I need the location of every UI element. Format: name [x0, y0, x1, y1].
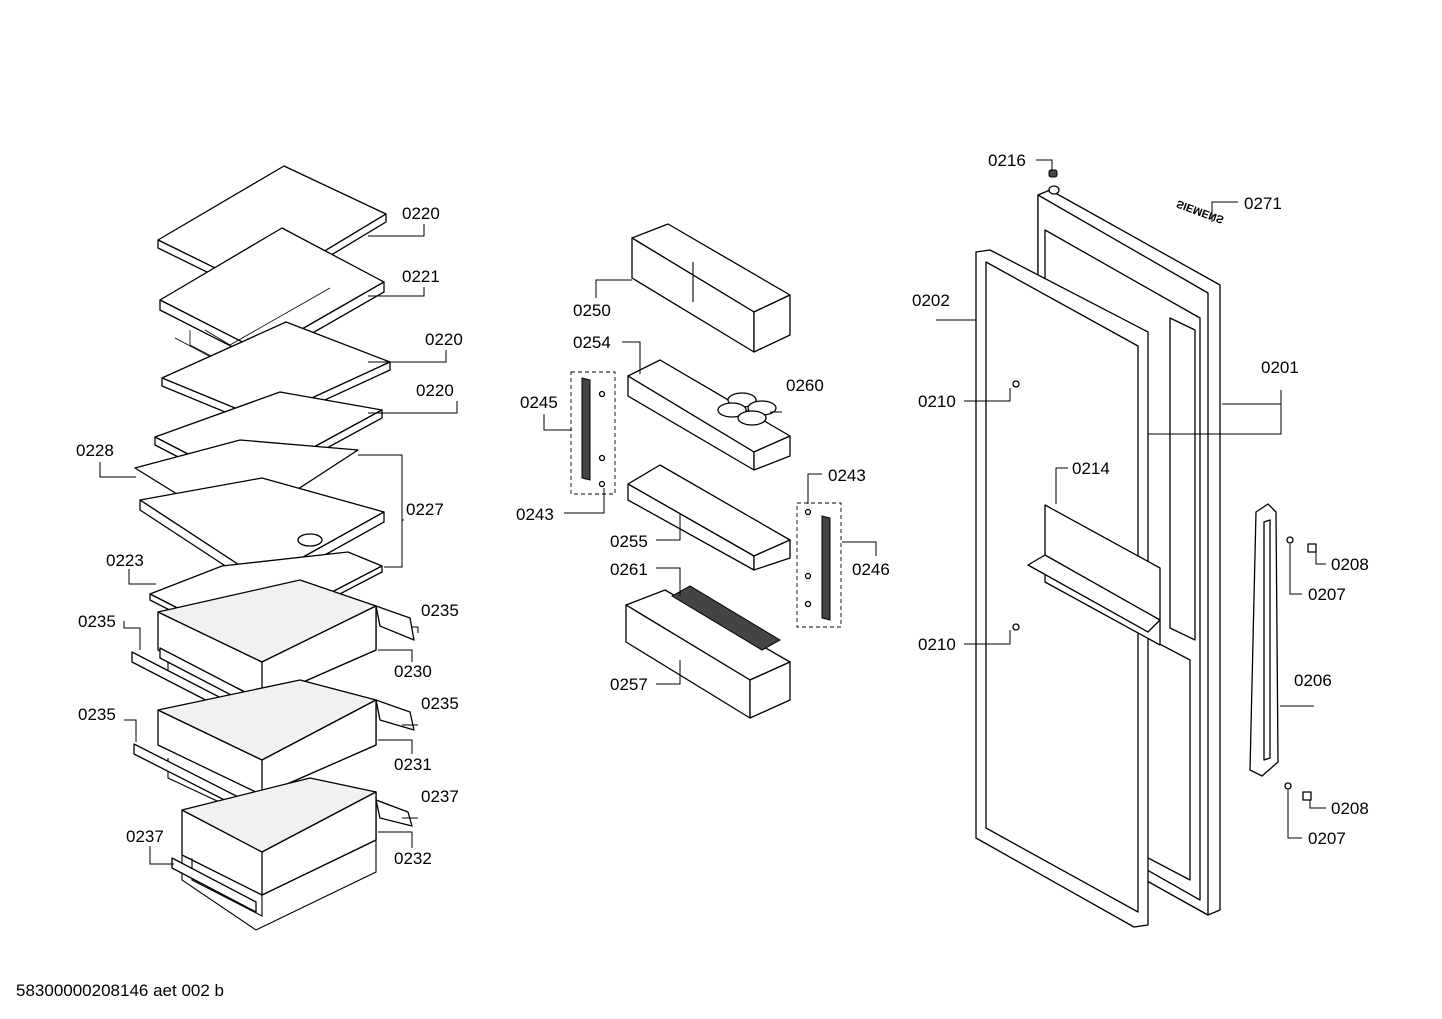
screw-0207b: [1284, 782, 1292, 790]
label-0221: 0221: [402, 267, 440, 286]
door-handle-0206: [1249, 503, 1279, 777]
label-0246: 0246: [852, 560, 890, 579]
label-0207-b: 0207: [1308, 829, 1346, 848]
label-0208-b: 0208: [1331, 799, 1369, 818]
label-0220-top: 0220: [402, 204, 440, 223]
label-0261: 0261: [610, 560, 648, 579]
label-0220-mid: 0220: [425, 330, 463, 349]
label-0223: 0223: [106, 551, 144, 570]
cap-0216: [1048, 169, 1058, 178]
siemens-logo-0271: SIEMENS: [1175, 197, 1226, 225]
bin-bracket-0245: [570, 371, 616, 495]
label-0250: 0250: [573, 301, 611, 320]
label-0255: 0255: [610, 532, 648, 551]
drawer-0232: [181, 777, 377, 931]
cap-0208b: [1302, 791, 1312, 801]
label-0207-a: 0207: [1308, 585, 1346, 604]
label-0214: 0214: [1072, 459, 1110, 478]
label-0232: 0232: [394, 849, 432, 868]
leader-lines: [99, 159, 1326, 865]
rail-left-0237a: [171, 857, 257, 913]
rail-right-0237b: [375, 799, 413, 827]
label-0235-d: 0235: [421, 694, 459, 713]
rail-right-0235d: [375, 699, 415, 731]
door-bin-0255: [627, 464, 791, 571]
label-0210-a: 0210: [918, 392, 956, 411]
screw-0210b: [1012, 623, 1020, 631]
label-0231: 0231: [394, 755, 432, 774]
screw-0210a: [1012, 380, 1020, 388]
label-0260: 0260: [786, 376, 824, 395]
label-0245: 0245: [520, 393, 558, 412]
label-0216: 0216: [988, 151, 1026, 170]
label-0206: 0206: [1294, 671, 1332, 690]
label-0220-low: 0220: [416, 381, 454, 400]
drawer-0231: [157, 679, 377, 823]
label-0243-b: 0243: [828, 466, 866, 485]
bottle-bin-0257: [625, 589, 791, 719]
label-0201: 0201: [1261, 358, 1299, 377]
label-0230: 0230: [394, 662, 432, 681]
butter-compartment-0250: [631, 223, 791, 353]
label-0254: 0254: [573, 333, 611, 352]
bin-bracket-0246: [796, 502, 842, 628]
panel-0214: [1027, 504, 1161, 646]
bottle-holder-0261: [671, 585, 781, 651]
label-0228: 0228: [76, 441, 114, 460]
egg-tray-0260: [717, 392, 777, 426]
label-0235-b: 0235: [421, 601, 459, 620]
label-0227: 0227: [406, 500, 444, 519]
label-0243-a: 0243: [516, 505, 554, 524]
label-0210-b: 0210: [918, 635, 956, 654]
crisper-cover-frame: [139, 477, 385, 591]
part-labels: 0216 0271 0220 0221 0220 0220 0228 0227 …: [76, 151, 1369, 868]
cap-0208a: [1307, 543, 1317, 553]
door-bin-0254: [627, 359, 791, 471]
document-id: 58300000208146 aet 002 b: [16, 981, 224, 1000]
label-0257: 0257: [610, 675, 648, 694]
rail-right-0235b: [375, 605, 415, 641]
label-0235-c: 0235: [78, 705, 116, 724]
screw-0207a: [1286, 536, 1294, 544]
label-0235-a: 0235: [78, 612, 116, 631]
svg-text:SIEMENS: SIEMENS: [1175, 197, 1226, 225]
label-0202: 0202: [912, 291, 950, 310]
label-0237-a: 0237: [421, 787, 459, 806]
label-0208-a: 0208: [1331, 555, 1369, 574]
label-0271: 0271: [1244, 194, 1282, 213]
label-0237-b: 0237: [126, 827, 164, 846]
